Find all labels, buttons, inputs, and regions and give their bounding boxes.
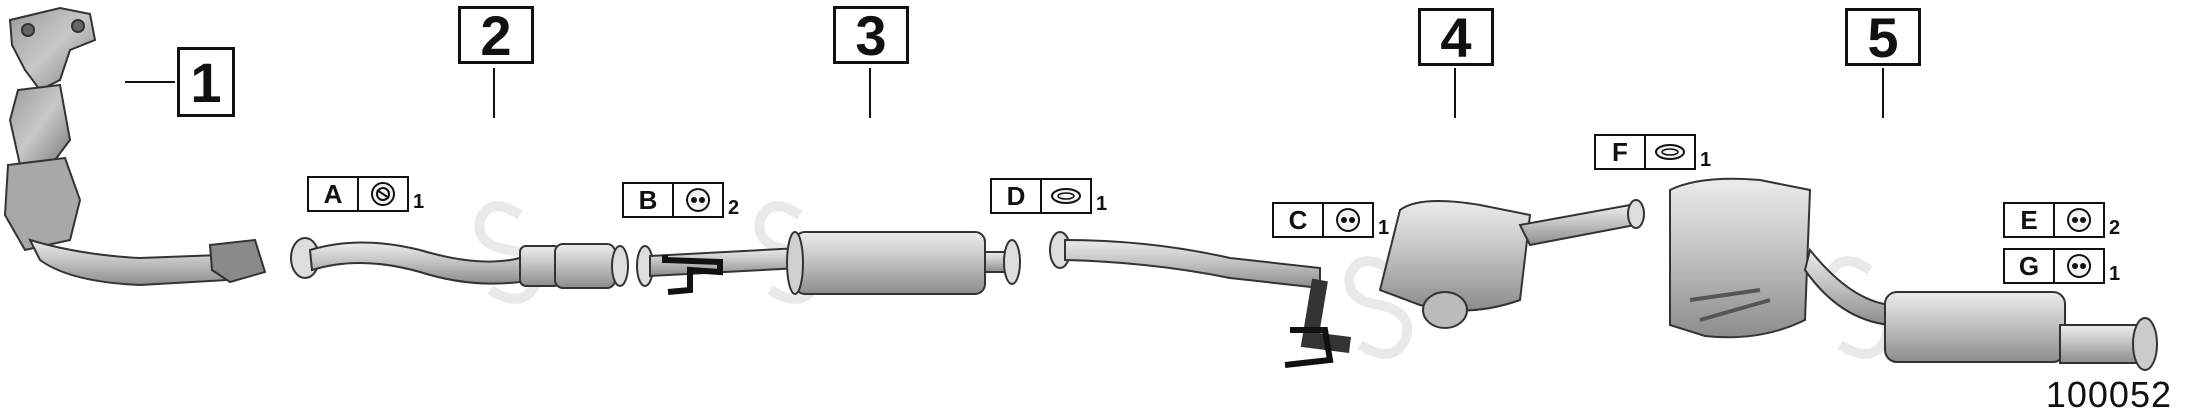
accessory-letter: D [992, 180, 1042, 212]
gasket-icon [1646, 136, 1694, 168]
part-number-4: 4 [1418, 6, 1494, 69]
accessory-tag-a: A 1 [307, 172, 424, 212]
accessory-tag-f: F 1 [1594, 130, 1711, 170]
accessory-letter: G [2005, 250, 2055, 282]
accessory-quantity: 1 [2109, 263, 2121, 285]
part-4-rear-muffler [1049, 199, 1645, 368]
accessory-quantity: 1 [1700, 149, 1712, 171]
part-number-3: 3 [833, 4, 909, 67]
accessory-quantity: 2 [728, 197, 740, 219]
part-number-5: 5 [1845, 6, 1921, 69]
clamp-ring-icon [359, 178, 407, 210]
part-3-center-muffler [636, 231, 1021, 295]
accessory-quantity: 1 [413, 191, 425, 213]
accessory-tag-c: C 1 [1272, 198, 1389, 238]
gasket-icon [1042, 180, 1090, 212]
accessory-letter: E [2005, 204, 2055, 236]
accessory-quantity: 2 [2109, 217, 2121, 239]
rubber-mount-icon [674, 184, 722, 216]
document-id: 100052 [2045, 374, 2172, 415]
accessory-quantity: 1 [1378, 217, 1390, 239]
leader-lines [125, 68, 1884, 118]
accessory-tag-g: G 1 [2003, 244, 2120, 284]
rubber-mount-icon [2055, 204, 2103, 236]
accessory-tag-e: E 2 [2003, 198, 2120, 238]
part-number-2: 2 [458, 4, 534, 67]
accessory-letter: F [1596, 136, 1646, 168]
part-1-manifold-catalyst [3, 6, 267, 287]
rubber-mount-icon [1324, 204, 1372, 236]
accessory-letter: A [309, 178, 359, 210]
part-2-front-pipe [290, 237, 629, 289]
part-number-1: 1 [177, 47, 235, 117]
accessory-quantity: 1 [1096, 193, 1108, 215]
accessory-tag-b: B 2 [622, 178, 739, 218]
rubber-mount-icon [2055, 250, 2103, 282]
accessory-tag-d: D 1 [990, 174, 1107, 214]
part-5-end-muffler [1669, 177, 2158, 371]
accessory-letter: C [1274, 204, 1324, 236]
accessory-letter: B [624, 184, 674, 216]
